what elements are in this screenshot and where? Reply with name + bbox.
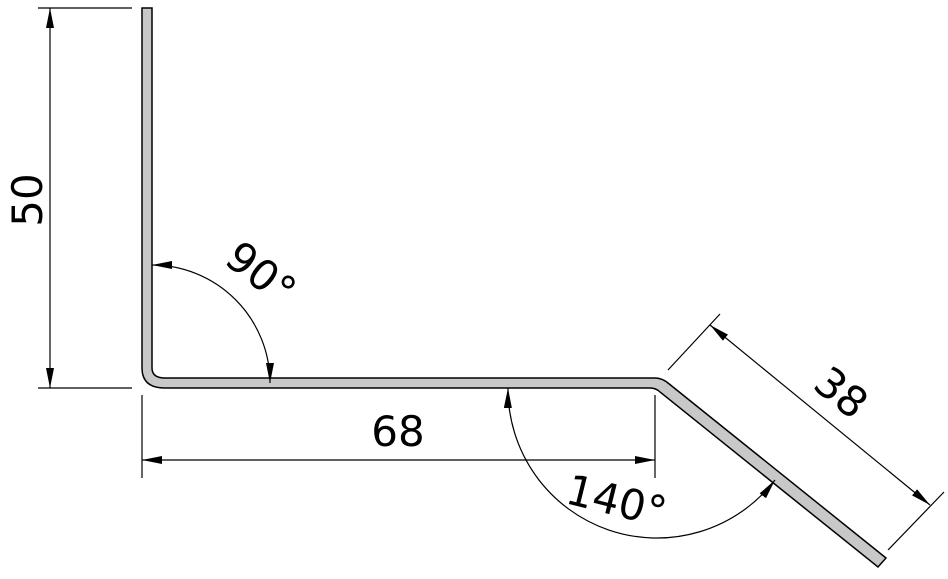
dimension-label-width: 68 — [371, 407, 424, 456]
dimension-label-flange: 38 — [805, 357, 877, 429]
dimension-line-flange — [709, 324, 931, 506]
extension-line-flange-start — [667, 313, 721, 371]
angle-arc-90 — [151, 261, 274, 384]
angle-arc-140 — [503, 387, 776, 539]
angle-label-90: 90° — [217, 231, 306, 315]
dimension-label-height: 50 — [3, 173, 52, 226]
extension-line-flange-end — [887, 491, 945, 551]
